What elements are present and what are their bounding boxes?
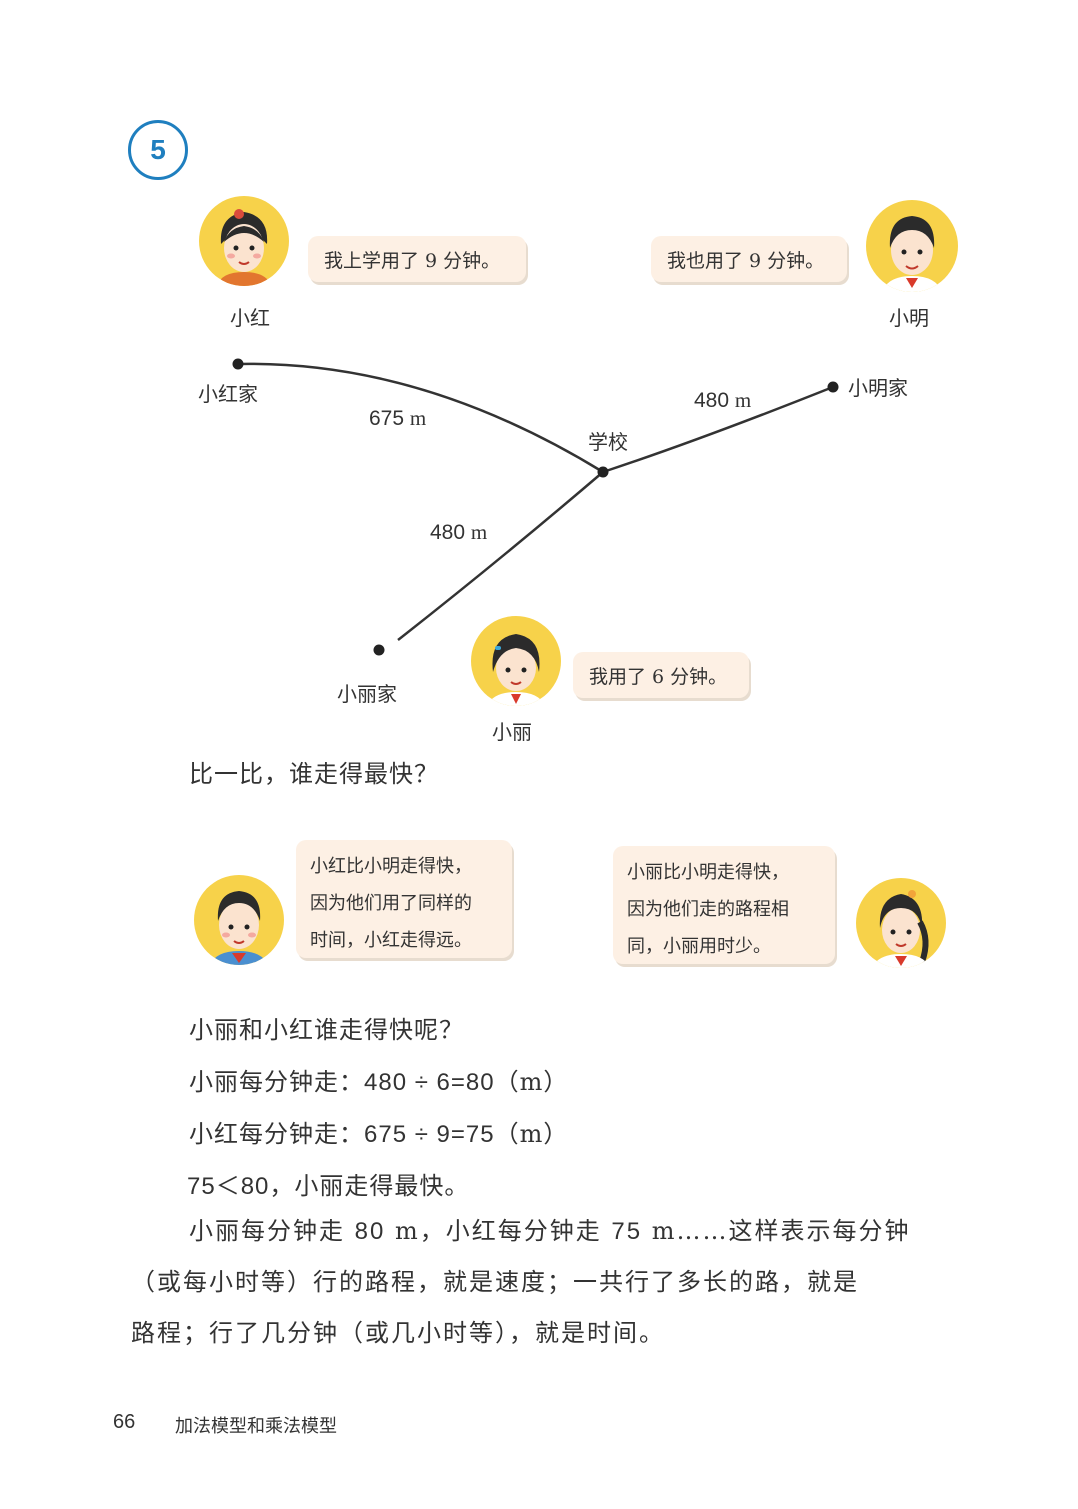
distance-li-value: 480 [430, 521, 466, 544]
xiaoli-home-dot [373, 644, 385, 656]
definition-number: 75 [611, 1218, 643, 1245]
problem-number: 5 [150, 134, 166, 165]
xiaoli-speech-bubble: 我用了 6 分钟。 [573, 652, 749, 698]
xiaoming-home-label: 小明家 [848, 376, 908, 400]
solution-li-label: 小丽每分钟走： [189, 1068, 364, 1096]
definition-line-3: 路程；行了几分钟（或几小时等），就是时间。 [131, 1319, 665, 1347]
girl-speech-line: 小丽比小明走得快， [627, 862, 789, 883]
xiaoming-speech-bubble: 我也用了 9 分钟。 [651, 236, 847, 282]
xiaoming-speech: 我也用了 9 分钟。 [667, 249, 825, 272]
boy-speech-line: 小红比小明走得快， [310, 856, 472, 877]
school-dot [597, 466, 609, 478]
girl-avatar [856, 878, 946, 968]
solution-compare-num: 75＜80 [187, 1173, 270, 1200]
definition-number: 80 [354, 1218, 386, 1245]
page-number: 66 [113, 1411, 136, 1433]
solution-li-unit: （m） [494, 1068, 569, 1096]
route-map [232, 358, 839, 656]
chapter-title: 加法模型和乘法模型 [175, 1416, 337, 1437]
solution-hong-label: 小红每分钟走： [189, 1120, 364, 1148]
route-hong-school [237, 362, 604, 474]
problem-number-badge: 5 [128, 120, 188, 180]
solution-hong-calc: 675 ÷ 9=75 [364, 1121, 495, 1148]
xiaoli-home-label: 小丽家 [337, 682, 397, 706]
definition-line-2: （或每小时等）行的路程，就是速度；一共行了多长的路，就是 [131, 1268, 859, 1296]
xiaohong-avatar [199, 196, 289, 286]
school-label: 学校 [588, 430, 628, 454]
boy-speech-line: 因为他们用了同样的 [310, 893, 472, 914]
girl-speech-bubble: 小丽比小明走得快， 因为他们走的路程相 同，小丽用时少。 [613, 846, 835, 964]
xiaohong-speech-bubble: 我上学用了 9 分钟。 [308, 236, 526, 282]
definition-line-1: 小丽每分钟走 80 m，小红每分钟走 75 m……这样表示每分钟 [131, 1206, 961, 1257]
xiaoli-avatar [471, 616, 561, 706]
girl-speech-line: 因为他们走的路程相 [627, 899, 789, 920]
xiaoli-name: 小丽 [492, 720, 532, 744]
boy-avatar [194, 875, 284, 965]
solution-question: 小丽和小红谁走得快呢？ [189, 1016, 464, 1044]
solution-li-calc: 480 ÷ 6=80 [364, 1069, 495, 1096]
girl-speech-line: 同，小丽用时少。 [627, 936, 771, 957]
distance-hong: 675 m [369, 406, 426, 431]
xiaohong-speech: 我上学用了 9 分钟。 [324, 249, 501, 272]
distance-ming: 480 m [694, 388, 751, 413]
boy-speech-line: 时间，小红走得远。 [310, 930, 472, 951]
solution-compare-text: ，小丽走得最快。 [269, 1172, 470, 1200]
xiaoming-avatar [866, 200, 958, 292]
distance-hong-value: 675 [369, 407, 405, 430]
definition-text: 小丽每分钟走 [189, 1217, 355, 1245]
xiaoming-home-dot [827, 381, 839, 393]
definition-text: m……这样表示每分钟 [642, 1217, 911, 1245]
definition-paragraph: 小丽每分钟走 80 m，小红每分钟走 75 m……这样表示每分钟 （或每小时等）… [131, 1206, 961, 1359]
xiaohong-home-label: 小红家 [198, 382, 258, 406]
xiaoli-speech: 我用了 6 分钟。 [589, 665, 728, 688]
definition-text: m，小红每分钟走 [385, 1217, 612, 1245]
distance-unit: m [734, 388, 752, 412]
question: 比一比，谁走得最快？ [189, 760, 439, 788]
distance-ming-value: 480 [694, 389, 730, 412]
route-school-li [397, 471, 604, 641]
solution-compare: 75＜80，小丽走得最快。 [187, 1166, 469, 1201]
boy-speech-bubble: 小红比小明走得快， 因为他们用了同样的 时间，小红走得远。 [296, 840, 512, 958]
xiaohong-name: 小红 [230, 306, 270, 330]
solution-li: 小丽每分钟走：480 ÷ 6=80（m） [189, 1062, 568, 1097]
route-school-ming [602, 385, 834, 474]
xiaoming-name: 小明 [889, 306, 929, 330]
solution-hong-unit: （m） [494, 1120, 569, 1148]
distance-unit: m [470, 520, 488, 544]
solution-hong: 小红每分钟走：675 ÷ 9=75（m） [189, 1114, 568, 1149]
xiaohong-home-dot [232, 358, 244, 370]
distance-unit: m [409, 406, 427, 430]
distance-li: 480 m [430, 520, 487, 545]
